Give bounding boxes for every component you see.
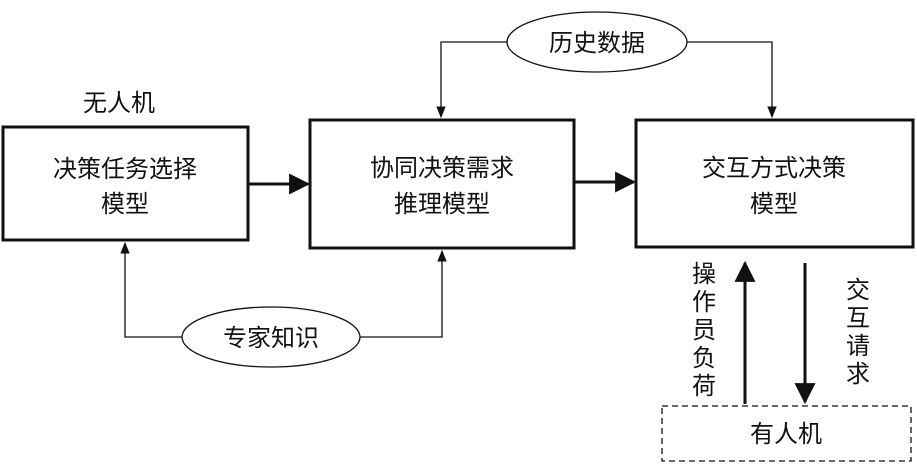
expert-knowledge-connector-left <box>120 241 183 338</box>
expert-knowledge-node: 专家知识 <box>120 241 447 368</box>
historical-data-connector-left <box>436 41 507 119</box>
interaction-request-char-4: 求 <box>846 360 870 388</box>
collab-demand-inference-line1: 协同决策需求 <box>370 154 514 182</box>
operator-workload-char-2: 作 <box>692 288 716 316</box>
decision-task-selection-line1: 决策任务选择 <box>53 155 197 183</box>
interaction-request-label: 交 互 请 求 <box>846 276 870 388</box>
historical-data-node: 历史数据 <box>436 11 777 119</box>
collab-demand-inference-box: 协同决策需求 推理模型 <box>308 118 576 250</box>
collab-demand-inference-line2: 推理模型 <box>394 190 490 218</box>
operator-workload-label: 操 作 员 负 荷 <box>692 260 716 400</box>
interaction-mode-decision-line1: 交互方式决策 <box>702 154 846 182</box>
manned-aircraft-label: 有人机 <box>750 420 822 448</box>
manned-aircraft-box: 有人机 <box>661 405 912 462</box>
operator-workload-char-5: 荷 <box>692 372 716 400</box>
interaction-request-char-1: 交 <box>846 276 870 304</box>
interaction-mode-decision-line2: 模型 <box>750 190 798 218</box>
interaction-request-char-2: 互 <box>846 304 870 332</box>
decision-task-selection-box: 决策任务选择 模型 <box>1 125 250 242</box>
interaction-request-char-3: 请 <box>846 332 870 360</box>
interaction-mode-decision-box: 交互方式决策 模型 <box>634 118 915 249</box>
operator-workload-char-3: 员 <box>692 316 716 344</box>
uav-label: 无人机 <box>83 89 155 117</box>
operator-workload-char-4: 负 <box>692 344 716 372</box>
expert-knowledge-connector-right <box>360 249 447 338</box>
expert-knowledge-label: 专家知识 <box>223 324 319 352</box>
historical-data-connector-right <box>687 41 777 119</box>
decision-task-selection-line2: 模型 <box>101 190 149 218</box>
historical-data-label: 历史数据 <box>549 29 645 57</box>
operator-workload-char-1: 操 <box>692 260 716 288</box>
